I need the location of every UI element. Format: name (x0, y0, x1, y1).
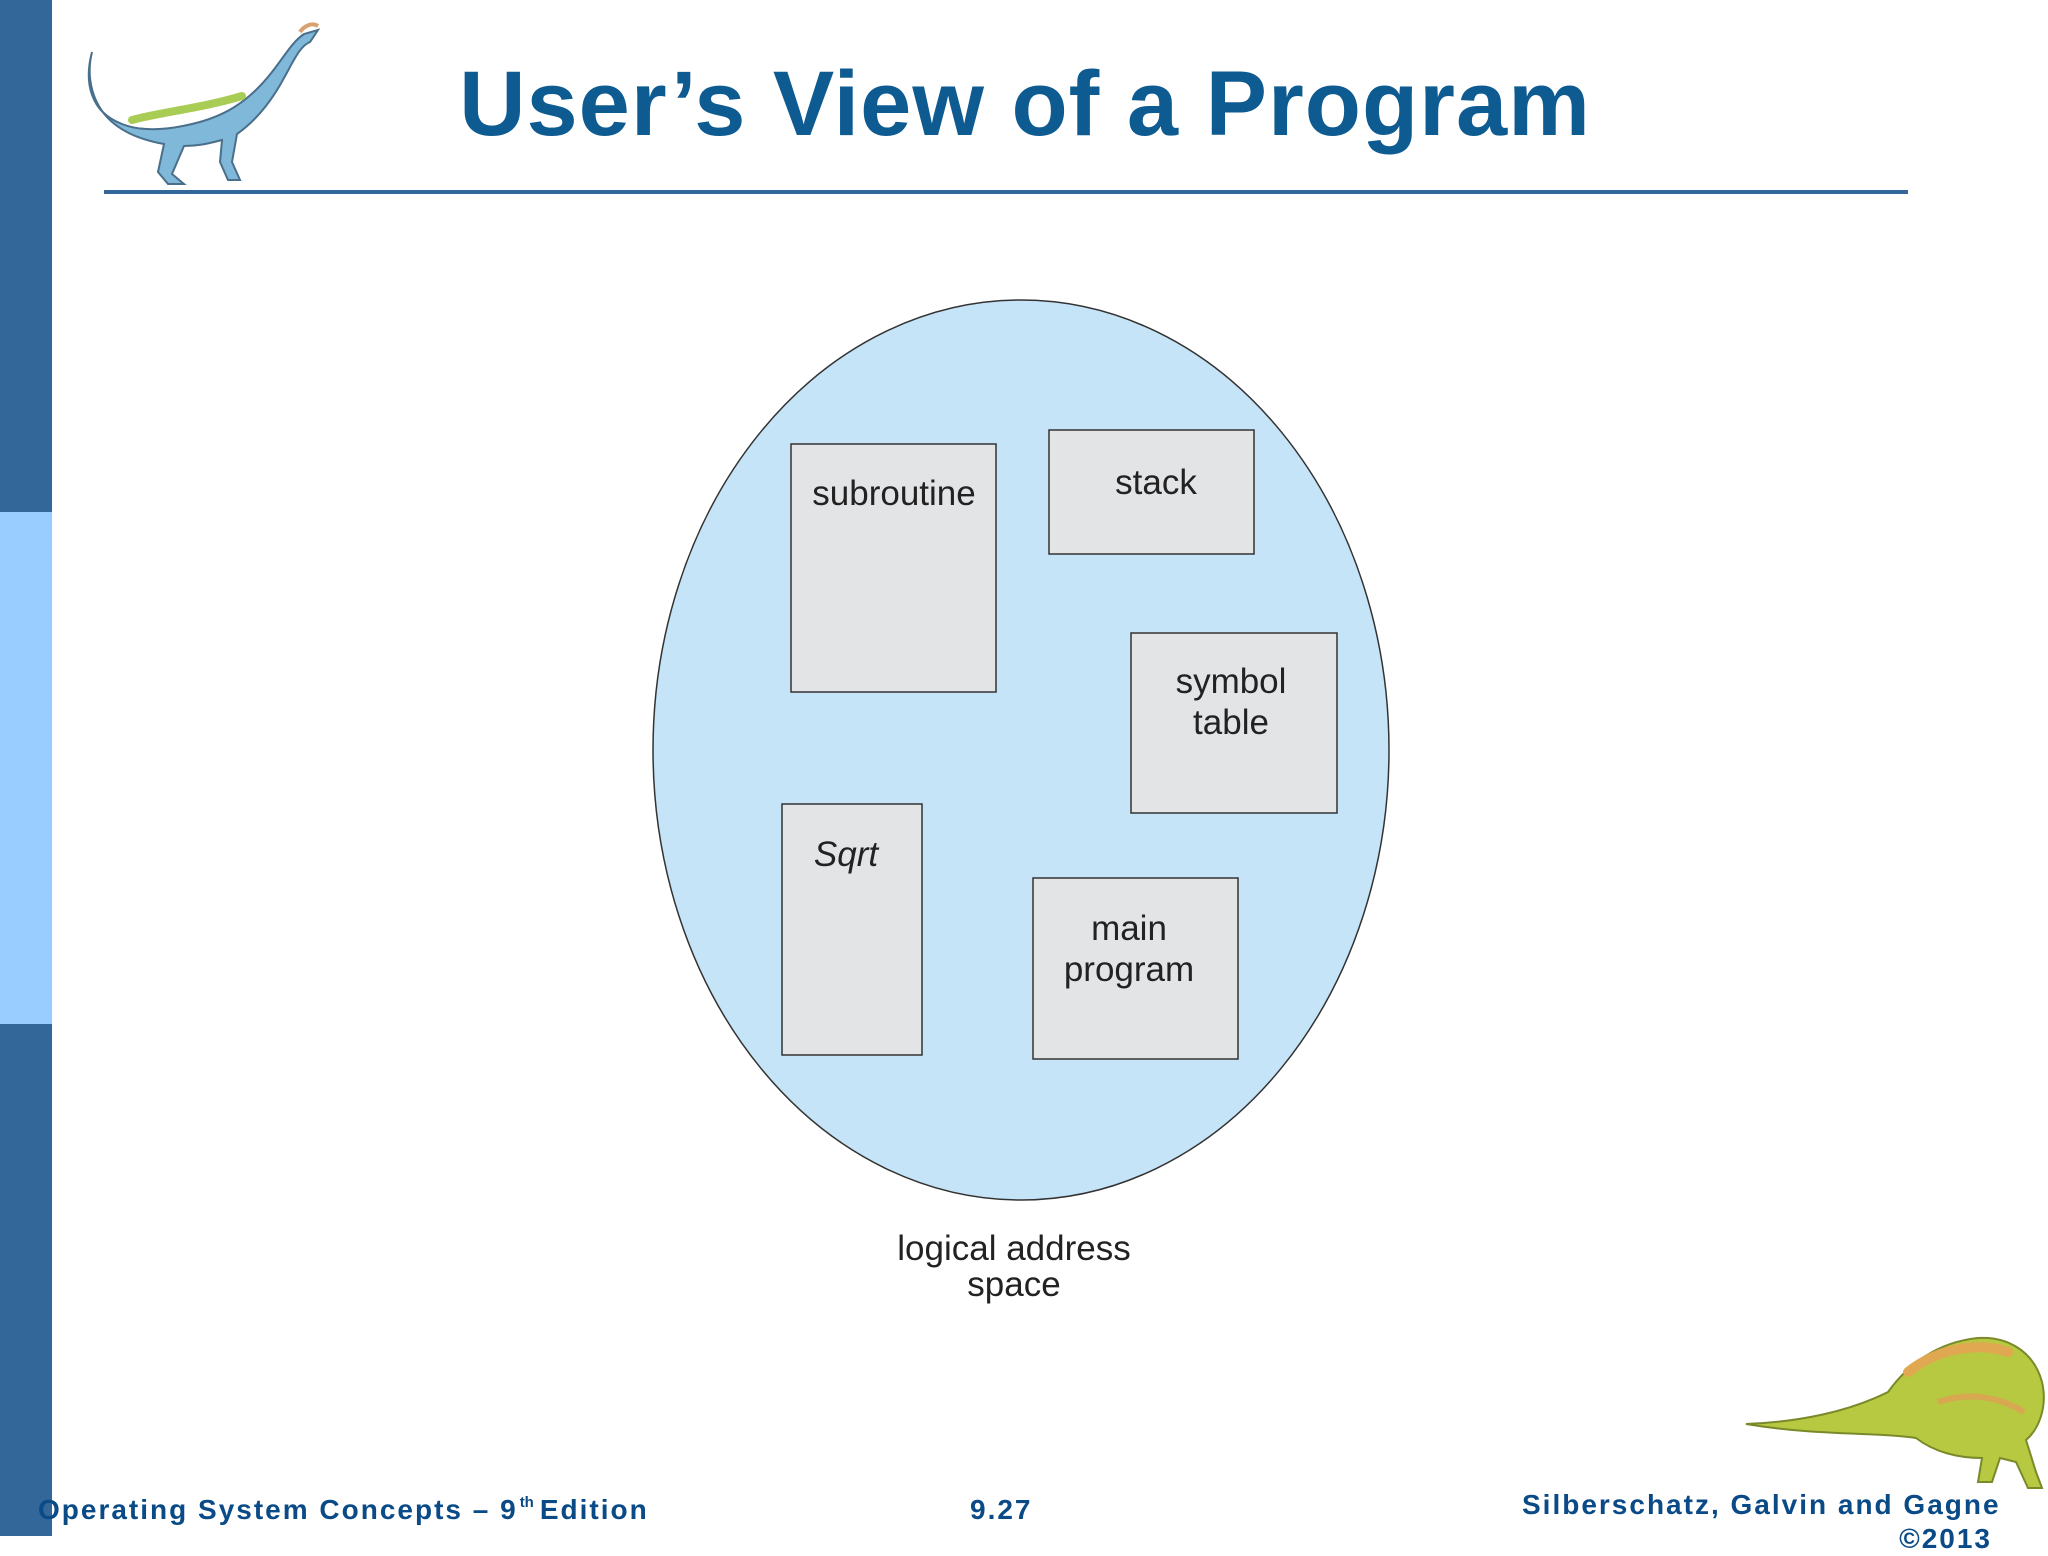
logical-address-space-caption: space (967, 1265, 1060, 1304)
footer-edition-superscript: th (519, 1494, 534, 1511)
title-divider (104, 190, 1908, 194)
footer-book-title-main: Operating System Concepts – 9 (38, 1494, 518, 1525)
footer-copyright-line: ©2013 (1899, 1523, 1992, 1554)
sidebar-segment-bottom (0, 1024, 52, 1536)
footer-authors: Silberschatz, Galvin and Gagne©2013 (1522, 1488, 2001, 1554)
slide-number: 9.27 (970, 1494, 1033, 1525)
sqrt-segment-box (781, 803, 923, 1056)
logical-address-space-caption: logical address (897, 1229, 1130, 1268)
sqrt-segment-label: Sqrt (814, 835, 879, 874)
dinosaur-icon (1745, 1336, 2045, 1489)
main-program-segment-label: main (1091, 909, 1167, 948)
stack-segment-box (1048, 429, 1255, 555)
symbol-table-segment-label: table (1193, 703, 1269, 742)
page-title: User’s View of a Program (459, 53, 1591, 155)
sidebar-segment-middle (0, 512, 52, 1024)
main-program-segment-label: program (1064, 950, 1194, 989)
footer-authors-line: Silberschatz, Galvin and Gagne (1522, 1489, 2001, 1520)
sidebar-segment-top (0, 0, 52, 512)
sidebar-stripe (0, 0, 52, 1536)
subroutine-segment-box (790, 443, 997, 693)
main-program-segment-box (1032, 877, 1239, 1060)
subroutine-segment-label: subroutine (812, 474, 975, 513)
stack-segment-label: stack (1115, 463, 1197, 502)
symbol-table-segment-box (1130, 632, 1338, 814)
dinosaur-icon (87, 22, 321, 185)
symbol-table-segment-label: symbol (1176, 662, 1287, 701)
footer-book-title-tail: Edition (539, 1494, 649, 1525)
